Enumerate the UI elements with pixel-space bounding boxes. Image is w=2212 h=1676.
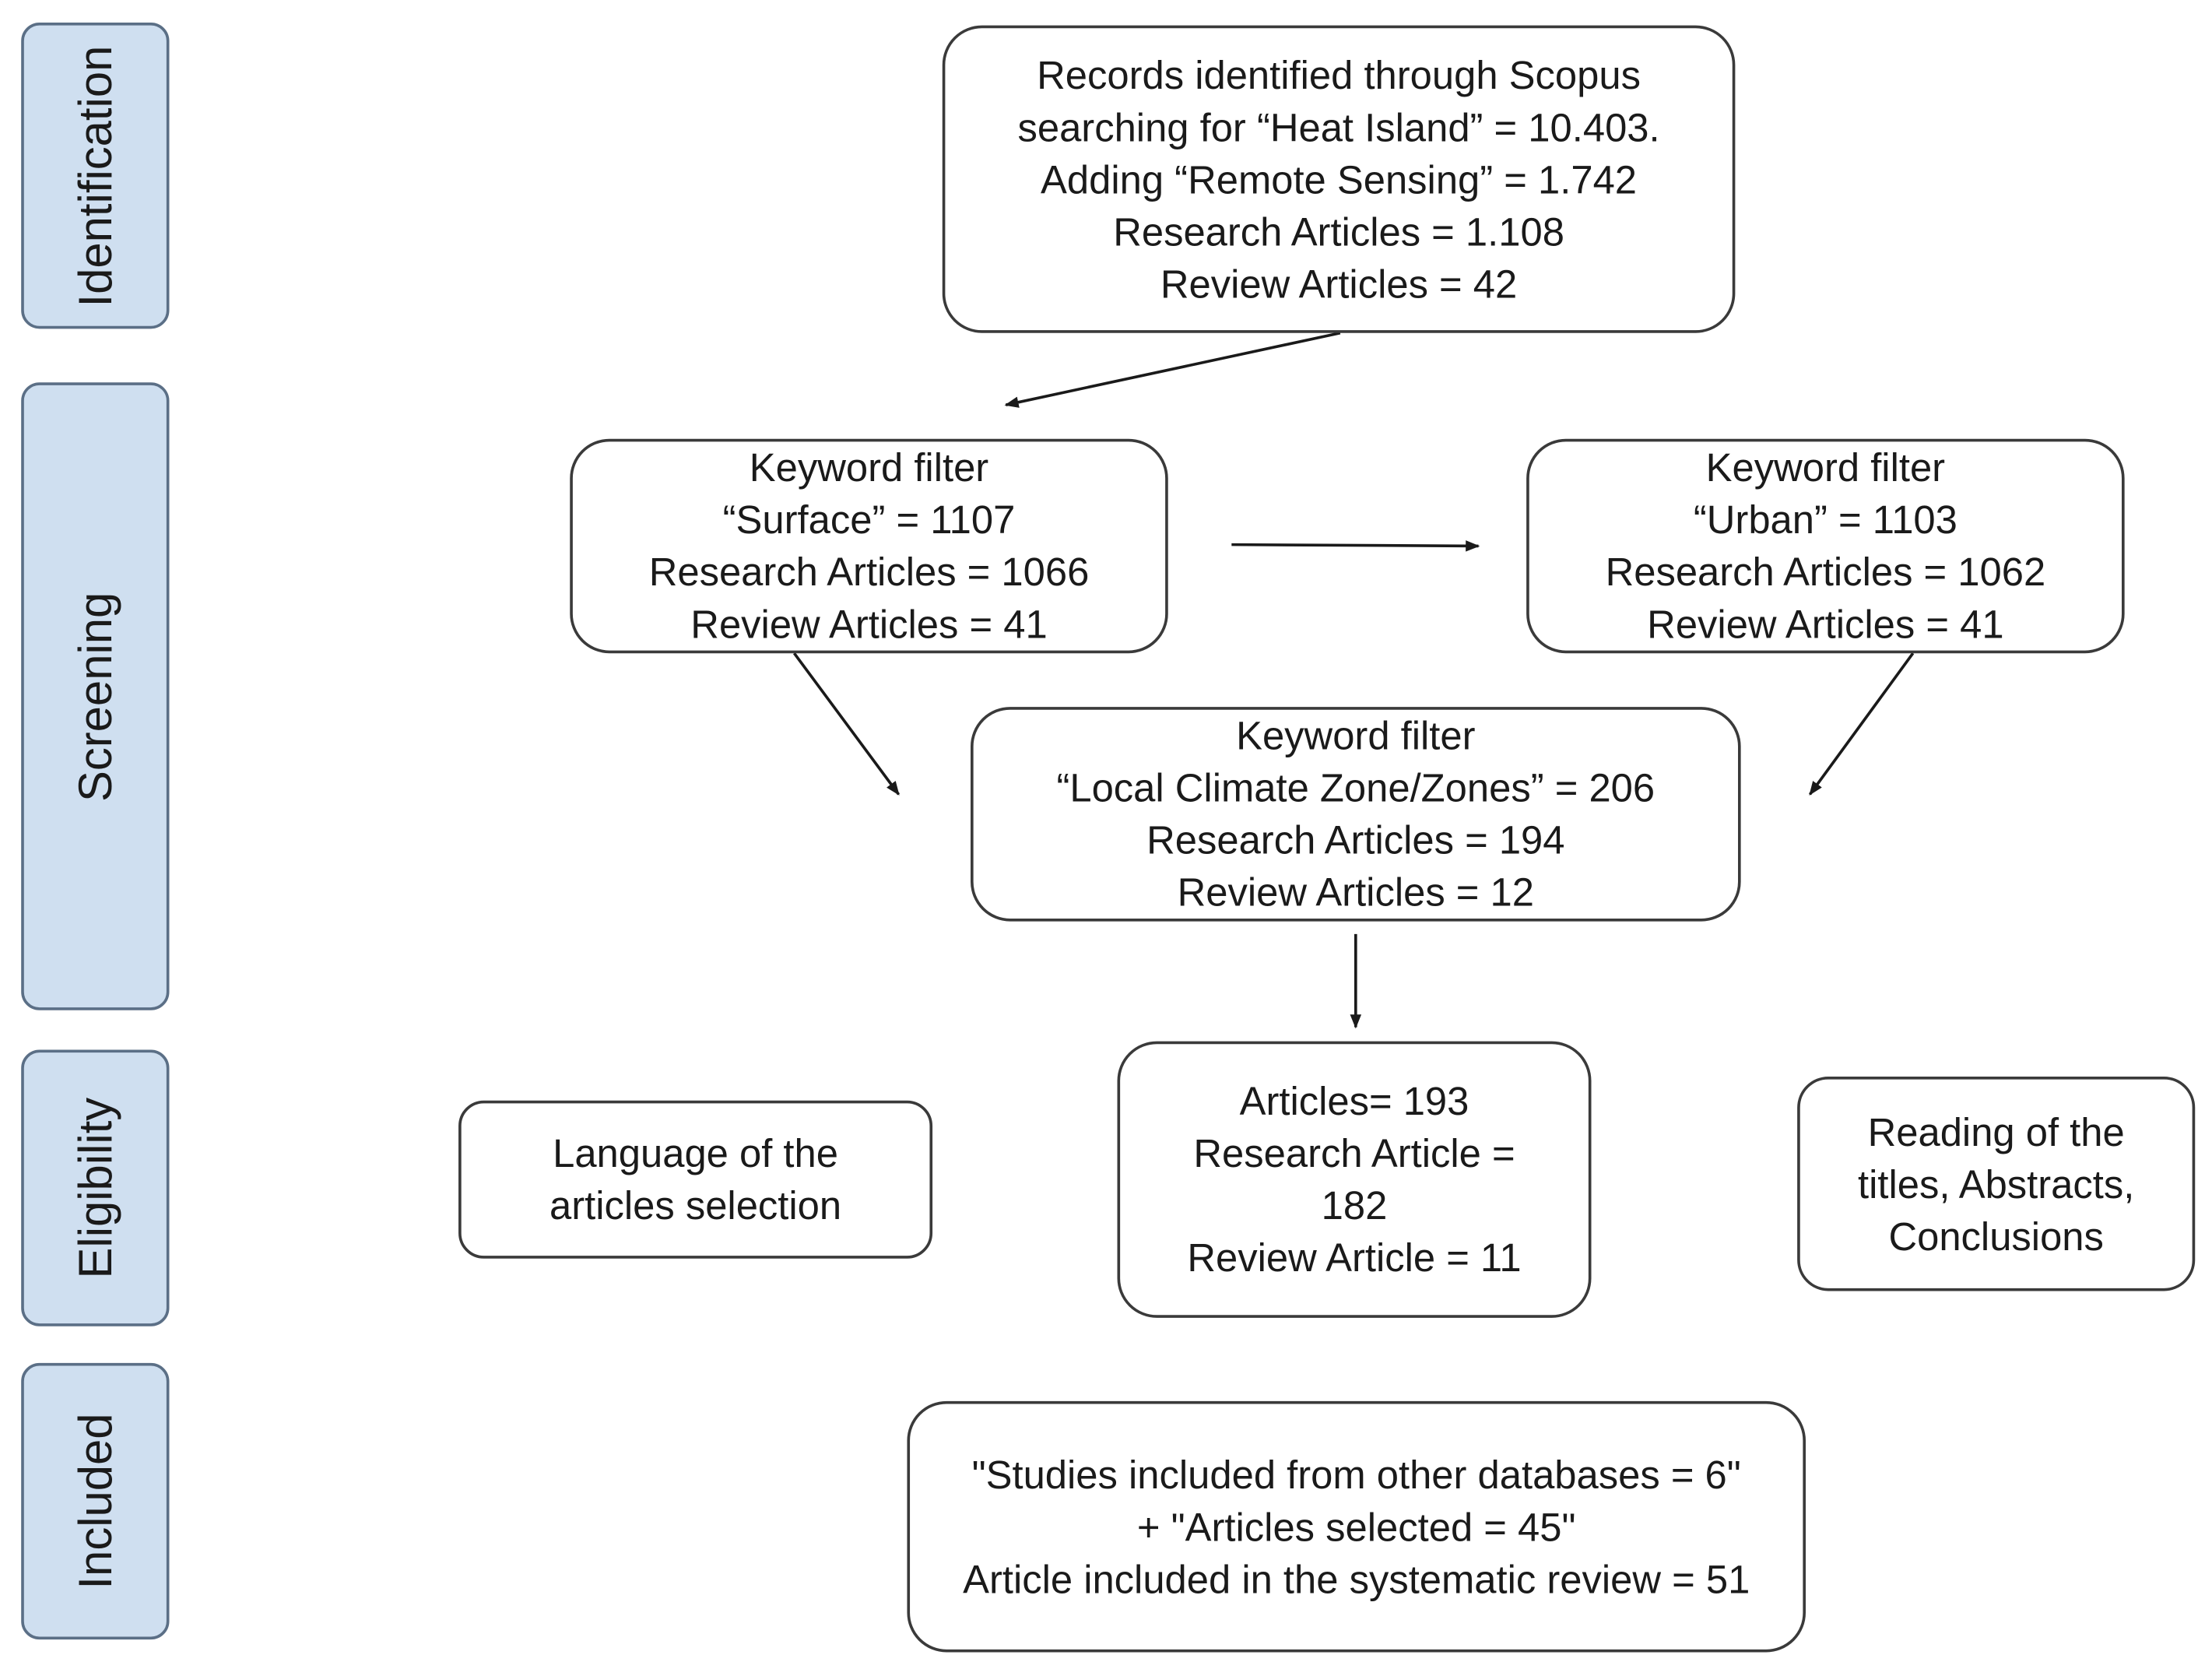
- box-line: “Local Climate Zone/Zones” = 206: [1056, 766, 1655, 810]
- box-keyword-urban: Keyword filter “Urban” = 1103 Research A…: [1526, 438, 2125, 654]
- box-line: Review Articles = 41: [690, 602, 1048, 647]
- box-line: Review Articles = 41: [1647, 602, 2004, 647]
- box-line: Article included in the systematic revie…: [963, 1557, 1750, 1601]
- box-keyword-surface: Keyword filter “Surface” = 1107 Research…: [570, 438, 1168, 654]
- arrow-surface-to-lcz: [792, 652, 901, 796]
- phase-screening: Screening: [21, 382, 170, 1010]
- box-line: “Urban” = 1103: [1693, 497, 1957, 542]
- box-line: Keyword filter: [1705, 445, 1946, 490]
- box-scopus-records: Records identified through Scopus search…: [942, 25, 1736, 333]
- box-line: "Studies included from other databases =…: [971, 1452, 1741, 1497]
- box-line: articles selection: [549, 1183, 842, 1228]
- box-line: searching for “Heat Island” = 10.403.: [1017, 105, 1660, 149]
- box-line: + "Articles selected = 45": [1136, 1505, 1576, 1549]
- box-line: “Surface” = 1107: [722, 497, 1016, 542]
- phase-identification: Identification: [21, 23, 170, 329]
- box-line: Research Articles = 1066: [648, 550, 1090, 595]
- box-line: Research Articles = 1062: [1605, 550, 2046, 595]
- box-line: Adding “Remote Sensing” = 1.742: [1041, 157, 1638, 202]
- box-line: Keyword filter: [1236, 714, 1476, 758]
- box-line: Review Articles = 12: [1177, 870, 1534, 915]
- box-language-selection: Language of the articles selection: [458, 1100, 933, 1259]
- box-line: Reading of the: [1867, 1109, 2125, 1154]
- box-line: Research Articles = 194: [1146, 818, 1565, 863]
- arrow-scopus-to-surface: [1004, 331, 1341, 408]
- box-included-studies: "Studies included from other databases =…: [907, 1400, 1806, 1653]
- box-line: titles, Abstracts,: [1857, 1161, 2135, 1206]
- box-eligible-articles: Articles= 193 Research Article = 182 Rev…: [1117, 1041, 1592, 1318]
- phase-included: Included: [21, 1362, 170, 1640]
- box-line: Records identified through Scopus: [1037, 52, 1641, 97]
- box-line: 182: [1321, 1183, 1388, 1228]
- box-line: Conclusions: [1888, 1214, 2104, 1258]
- box-line: Research Articles = 1.108: [1113, 209, 1564, 254]
- box-line: Research Article =: [1193, 1131, 1515, 1175]
- box-line: Language of the: [553, 1131, 838, 1175]
- box-line: Keyword filter: [749, 445, 989, 490]
- arrow-surface-to-urban: [1231, 540, 1480, 552]
- box-line: Review Article = 11: [1187, 1235, 1522, 1280]
- box-reading-titles: Reading of the titles, Abstracts, Conclu…: [1797, 1076, 2196, 1291]
- arrow-urban-to-lcz: [1808, 652, 1915, 796]
- box-keyword-lcz: Keyword filter “Local Climate Zone/Zones…: [971, 707, 1741, 922]
- box-line: Review Articles = 42: [1160, 262, 1518, 306]
- box-line: Articles= 193: [1239, 1079, 1469, 1123]
- phase-eligibility: Eligibility: [21, 1049, 170, 1326]
